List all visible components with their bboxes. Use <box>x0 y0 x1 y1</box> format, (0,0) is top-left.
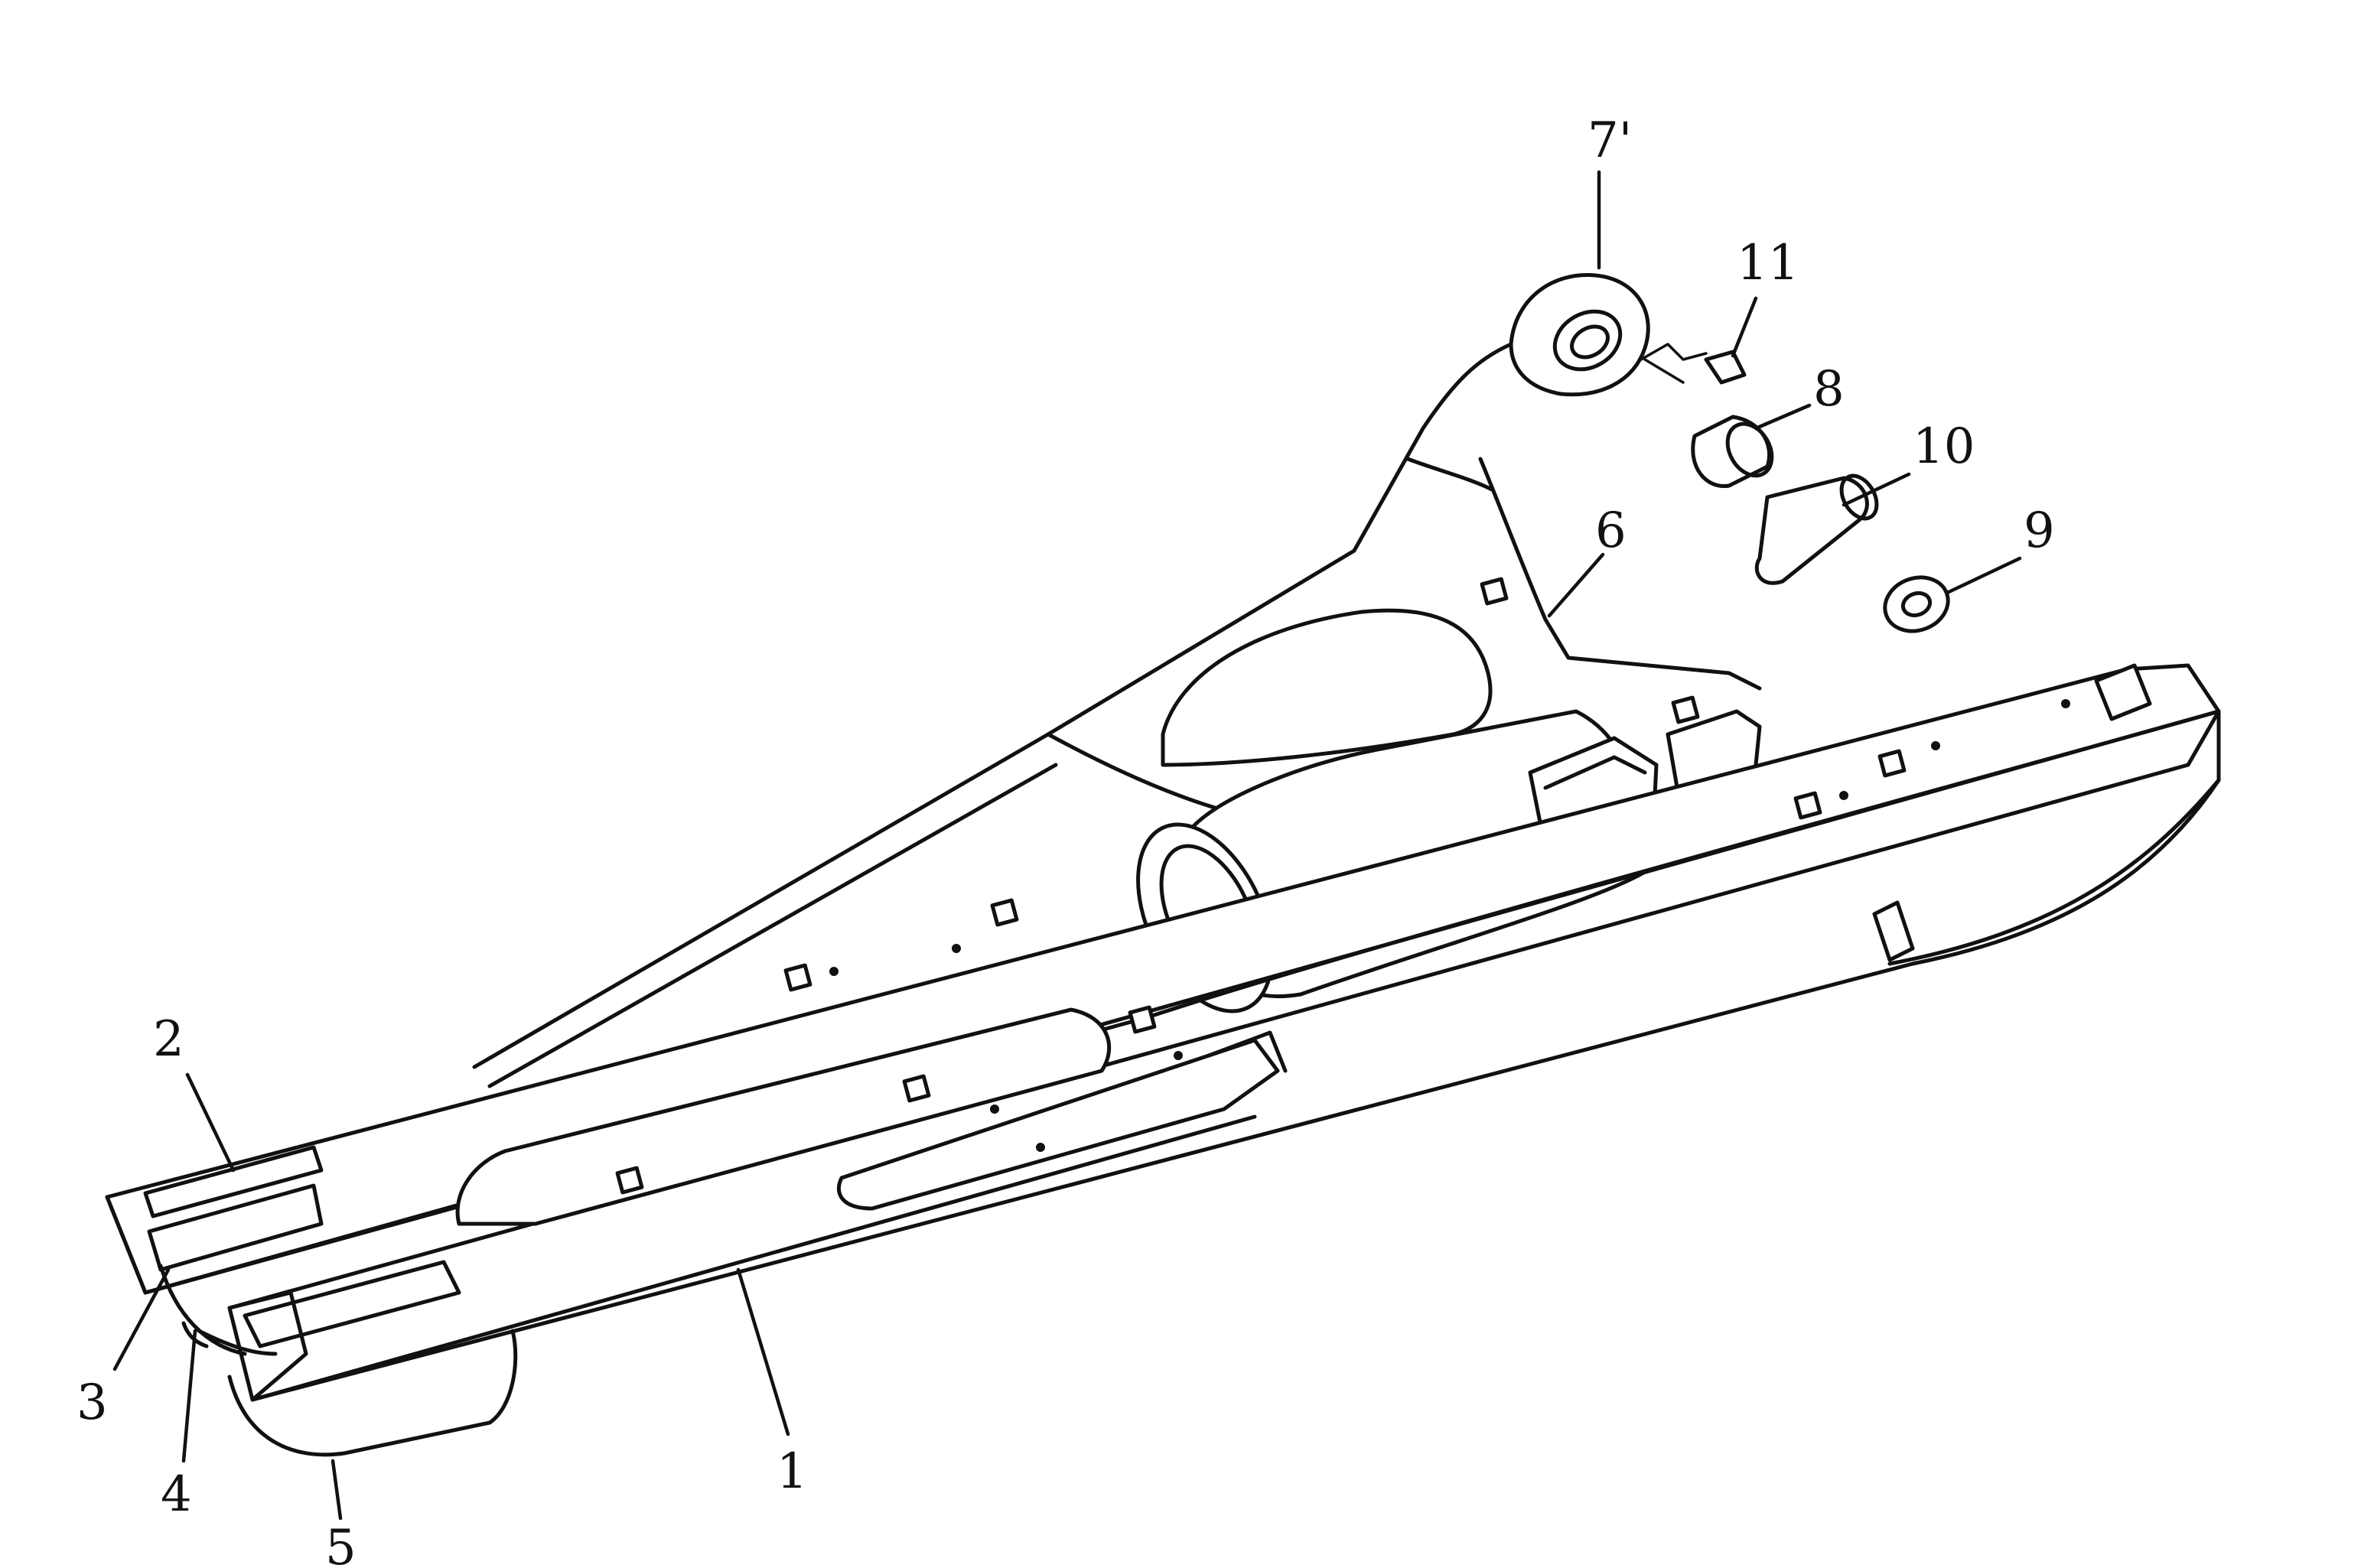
callout-1: 1 <box>777 1443 808 1500</box>
callout-5: 5 <box>325 1520 357 1568</box>
callout-10: 10 <box>1913 418 1975 475</box>
leader-lines <box>112 170 2022 1521</box>
callout-11: 11 <box>1737 235 1799 291</box>
callout-4: 4 <box>161 1466 192 1523</box>
side-rails <box>105 663 2221 1457</box>
callout-7: 7' <box>1588 112 1632 169</box>
upper-arm-frame <box>472 342 1762 1088</box>
callout-2: 2 <box>153 1011 184 1068</box>
rivet-holes <box>829 699 2070 1152</box>
loose-parts <box>1640 343 1950 633</box>
callouts: 7' 11 8 10 9 6 2 3 4 5 1 <box>77 112 2055 1568</box>
bolts <box>615 577 1907 1195</box>
side-plate <box>836 1030 1288 1211</box>
eye-end-part-7 <box>1509 273 1650 397</box>
callout-9: 9 <box>2024 503 2055 559</box>
callout-3: 3 <box>77 1374 108 1431</box>
callout-8: 8 <box>1813 361 1845 418</box>
rear-bracket <box>1872 663 2152 962</box>
callout-6: 6 <box>1595 503 1627 559</box>
